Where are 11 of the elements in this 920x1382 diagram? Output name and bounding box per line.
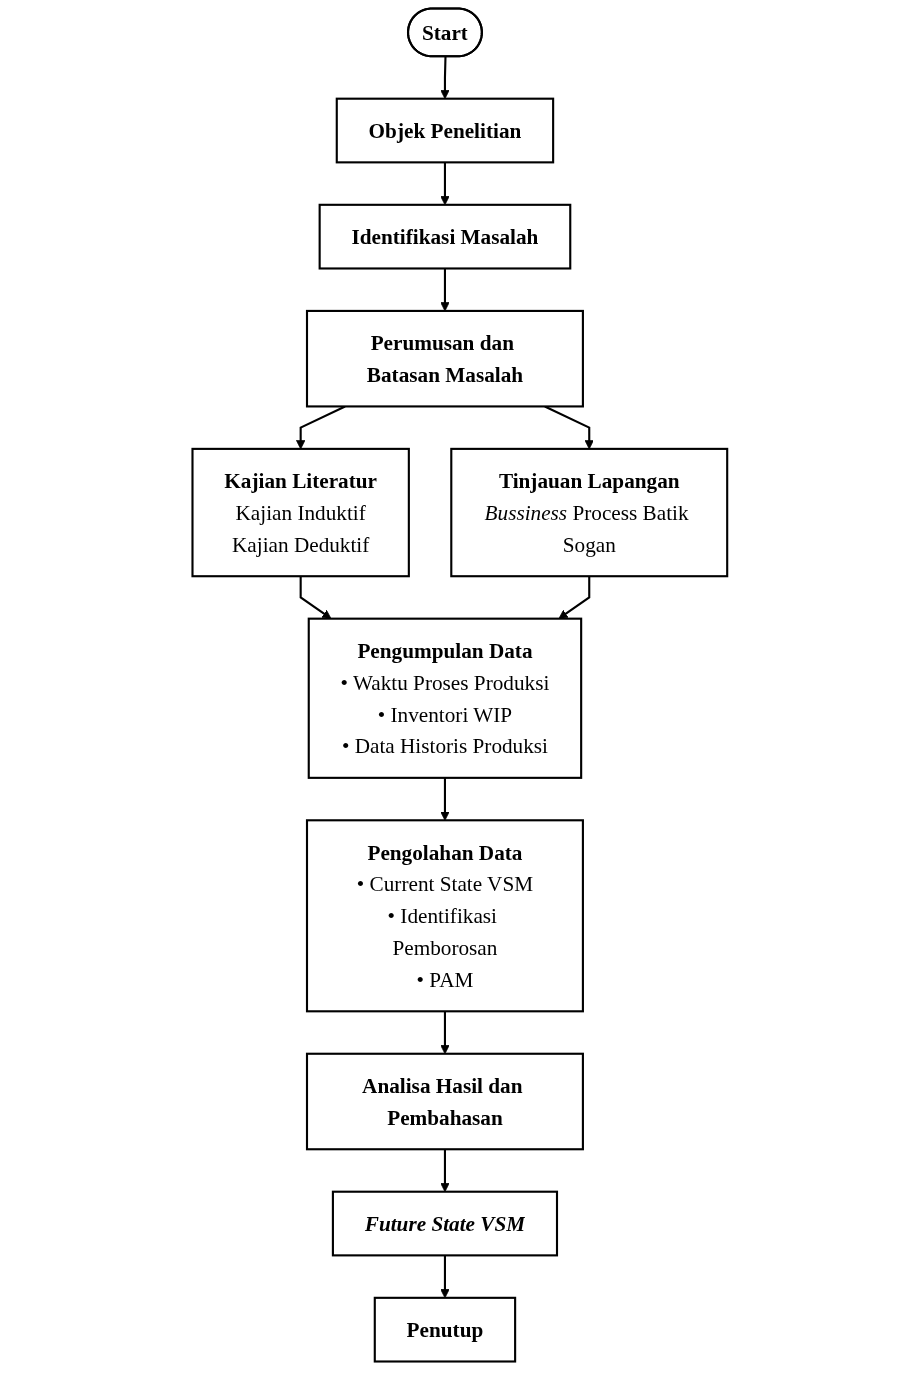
node-box: Identifikasi Masalah (318, 203, 572, 270)
node-box: Pengumpulan Data • Waktu Proses Produksi • Inventori WIP • Data Historis Produksi (307, 617, 583, 779)
node-box: Penutup (373, 1296, 517, 1363)
node-box: Future State VSM (332, 1190, 559, 1257)
node-box: Pengolahan Data • Current State VSM • Identifikasi Pemborosan • PAM (306, 819, 585, 1013)
node-box: Perumusan dan Batasan Masalah (306, 309, 585, 408)
node-box: Kajian Literatur Kajian Induktif Kajian Deduktif (191, 447, 411, 578)
node-box: Tinjauan Lapangan Bussiness Process Batik Sogan (450, 447, 729, 578)
node-box: Analisa Hasil dan Pembahasan (306, 1052, 585, 1151)
node-box: Objek Penelitian (335, 97, 555, 164)
arrow (440, 777, 450, 821)
